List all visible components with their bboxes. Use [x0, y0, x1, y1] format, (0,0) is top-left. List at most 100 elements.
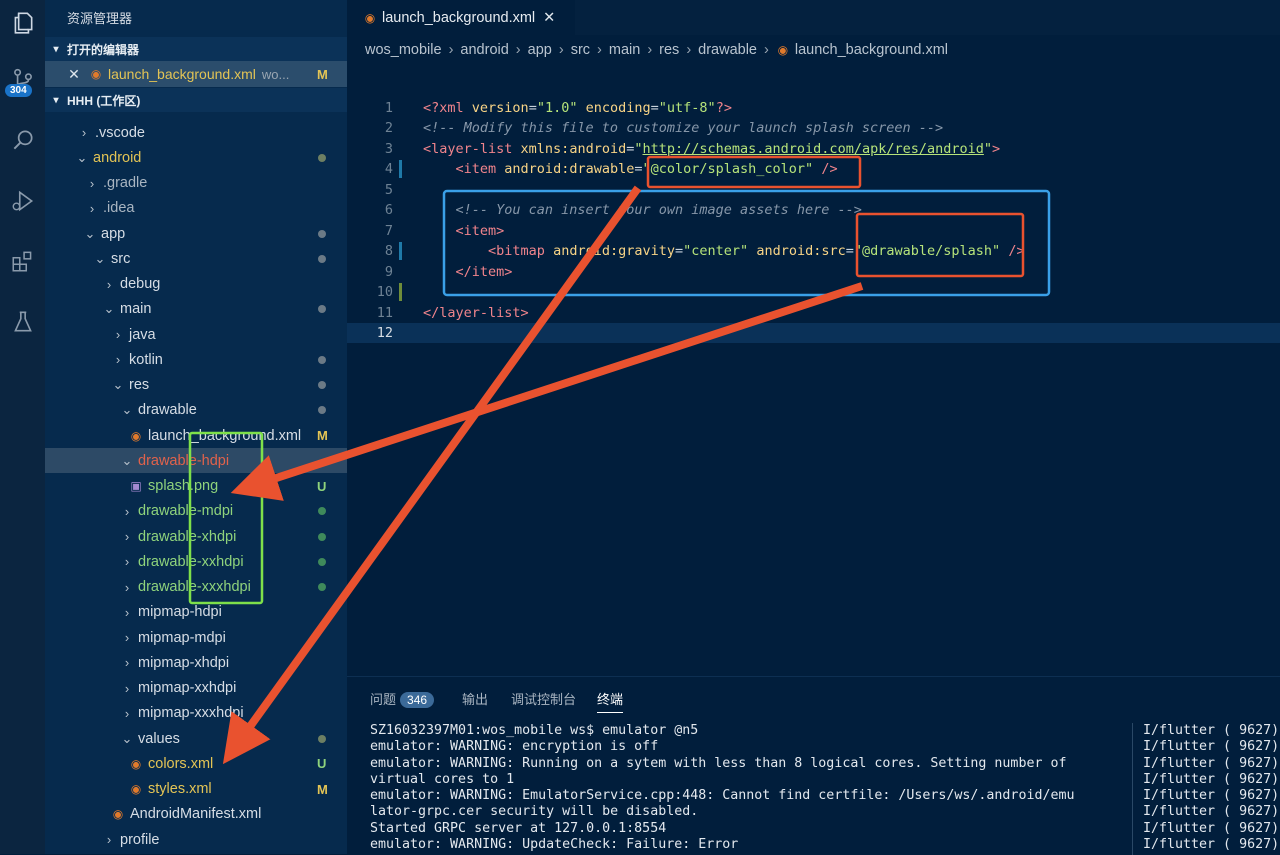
tree-item-label: src — [111, 250, 131, 267]
tree-item-label: styles.xml — [148, 781, 212, 797]
git-status-dot — [318, 557, 326, 566]
explorer-icon[interactable] — [0, 3, 45, 43]
tree-item[interactable]: ›drawable-mdpi — [45, 499, 347, 524]
tree-item-label: main — [120, 301, 152, 318]
breadcrumb-item[interactable]: drawable — [698, 42, 757, 58]
tree-item[interactable]: ›debug — [45, 272, 347, 297]
code-line[interactable]: 4 <item android:drawable="@color/splash_… — [347, 159, 1280, 179]
tree-item[interactable]: ⌄src — [45, 246, 347, 271]
tree-item[interactable]: ›mipmap-xxxhdpi — [45, 701, 347, 726]
tab-debug-console[interactable]: 调试控制台 — [511, 692, 577, 707]
tree-item[interactable]: ⌄main — [45, 297, 347, 322]
flutter-log-line: I/flutter ( 9627): — [1143, 804, 1280, 820]
code-line[interactable]: 7 <item> — [347, 221, 1280, 241]
tree-item[interactable]: ›drawable-xxhdpi — [45, 549, 347, 574]
tree-item[interactable]: ⌄drawable — [45, 398, 347, 423]
tree-item-label: android — [93, 149, 142, 166]
code-line[interactable]: 2<!-- Modify this file to customize your… — [347, 118, 1280, 138]
terminal-line: virtual cores to 1 — [370, 771, 515, 787]
line-number: 3 — [384, 140, 393, 157]
tree-item[interactable]: ◉ AndroidManifest.xml — [45, 802, 347, 827]
chevron-right-icon: › — [106, 276, 112, 292]
chevron-right-icon: › — [124, 604, 130, 620]
tree-item-label: .gradle — [103, 175, 148, 191]
tab-launch-background[interactable]: ◉ launch_background.xml ✕ — [347, 0, 575, 35]
tree-item[interactable]: ›.idea — [45, 196, 347, 221]
code-line[interactable]: 10 — [347, 282, 1280, 302]
tree-item[interactable]: ⌄res — [45, 373, 347, 398]
tree-item[interactable]: ⌄values — [45, 726, 347, 751]
chevron-right-icon: › — [89, 200, 95, 216]
search-icon[interactable] — [0, 120, 45, 160]
code-line[interactable]: 8 <bitmap android:gravity="center" andro… — [347, 241, 1280, 261]
breadcrumb-item[interactable]: main — [608, 42, 641, 58]
close-icon[interactable]: ✕ — [543, 9, 556, 26]
code-line[interactable]: 1<?xml version="1.0" encoding="utf-8"?> — [347, 98, 1280, 118]
code-line[interactable]: 5 — [347, 180, 1280, 200]
code-line[interactable]: 3<layer-list xmlns:android="http://schem… — [347, 139, 1280, 159]
tree-item[interactable]: ⌄drawable-hdpi — [45, 448, 347, 474]
tree-item[interactable]: ›.vscode — [45, 120, 347, 145]
extensions-icon[interactable] — [0, 241, 45, 281]
git-status-dot — [318, 734, 326, 743]
tree-item[interactable]: ›profile — [45, 827, 347, 852]
flutter-log-output[interactable]: I/flutter ( 9627):I/flutter ( 9627):I/fl… — [1132, 723, 1280, 855]
editor-tab-bar: ◉ launch_background.xml ✕ — [347, 0, 1280, 35]
sidebar-title: 资源管理器 — [67, 11, 133, 26]
breadcrumb-item[interactable]: app — [527, 42, 552, 58]
git-gutter-marker — [399, 242, 402, 261]
tree-item[interactable]: ⌄app — [45, 221, 347, 246]
run-debug-icon[interactable] — [0, 181, 45, 221]
rss-file-icon: ◉ — [364, 10, 376, 25]
rss-file-icon: ◉ — [112, 807, 124, 822]
tree-item[interactable]: ›.gradle — [45, 171, 347, 196]
git-status-dot — [318, 406, 326, 415]
tree-item[interactable]: ›mipmap-mdpi — [45, 625, 347, 650]
code-text: <?xml version="1.0" encoding="utf-8"?> — [423, 100, 732, 116]
activity-bar: 304 — [0, 0, 45, 854]
tree-item[interactable]: ›mipmap-xhdpi — [45, 650, 347, 675]
breadcrumb-item[interactable]: src — [570, 42, 591, 58]
terminal-output[interactable]: SZ16032397M01:wos_mobile ws$ emulator @n… — [370, 723, 1095, 853]
tree-item[interactable]: ⌄android — [45, 145, 347, 170]
tab-output[interactable]: 输出 — [462, 692, 489, 707]
tree-item[interactable]: ›drawable-xxxhdpi — [45, 575, 347, 600]
breadcrumb-item[interactable]: android — [460, 42, 509, 58]
testing-flask-icon[interactable] — [0, 302, 45, 342]
tree-item-label: AndroidManifest.xml — [130, 806, 262, 823]
tree-item[interactable]: ›drawable-xhdpi — [45, 524, 347, 549]
tree-item-label: kotlin — [129, 351, 163, 368]
tree-item-label: mipmap-xxxhdpi — [138, 705, 244, 722]
flutter-log-line: I/flutter ( 9627): — [1143, 723, 1280, 738]
tree-item[interactable]: ›java — [45, 322, 347, 347]
tab-terminal[interactable]: 终端 — [597, 689, 624, 713]
code-line[interactable]: 12 — [347, 322, 1280, 343]
breadcrumb-item[interactable]: launch_background.xml — [794, 42, 948, 58]
open-editor-status: M — [317, 66, 328, 82]
git-status-dot — [318, 153, 326, 162]
open-editors-header[interactable]: ▾ 打开的编辑器 — [45, 37, 347, 61]
tree-item-label: .vscode — [95, 124, 145, 141]
flutter-log-line: I/flutter ( 9627): — [1143, 739, 1280, 755]
line-number: 8 — [384, 243, 393, 260]
breadcrumb-item[interactable]: wos_mobile — [365, 42, 442, 58]
breadcrumb-item[interactable]: res — [659, 42, 680, 58]
code-line[interactable]: 9 </item> — [347, 262, 1280, 282]
tree-item[interactable]: ›mipmap-xxhdpi — [45, 676, 347, 701]
open-editor-item[interactable]: ✕ ◉ launch_background.xml wo... M — [45, 61, 347, 87]
code-text: </layer-list> — [423, 304, 529, 321]
git-status-dot — [318, 229, 326, 238]
close-icon[interactable]: ✕ — [68, 65, 80, 82]
workspace-header[interactable]: ▾ HHH (工作区) — [45, 88, 347, 112]
tree-item[interactable]: ›mipmap-hdpi — [45, 600, 347, 625]
code-line[interactable]: 6 <!-- You can insert your own image ass… — [347, 200, 1280, 220]
code-line[interactable]: 11</layer-list> — [347, 303, 1280, 323]
code-text: <!-- Modify this file to customize your … — [423, 120, 944, 137]
tree-item-label: mipmap-xhdpi — [138, 654, 230, 671]
tree-item[interactable]: ›kotlin — [45, 347, 347, 372]
